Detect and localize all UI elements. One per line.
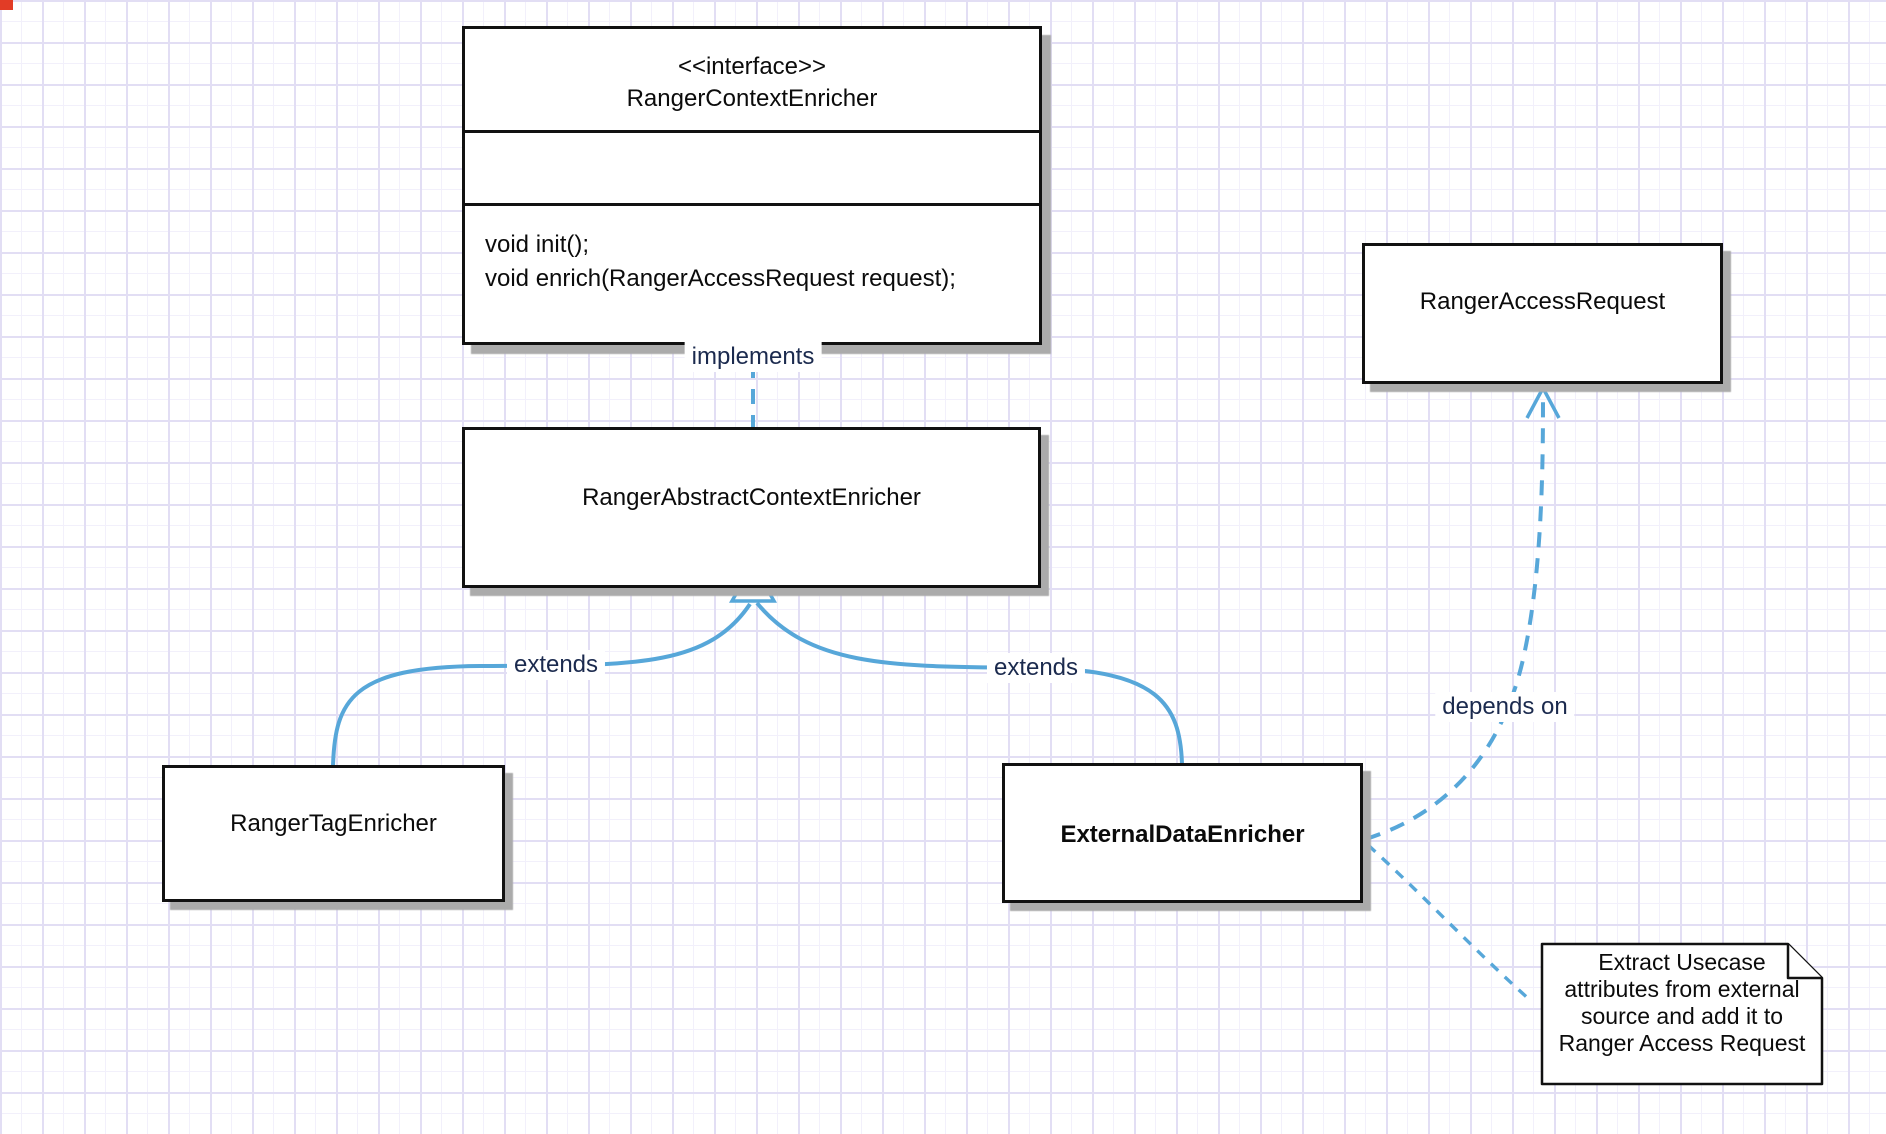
interface-stereotype: <<interface>>: [677, 53, 827, 80]
interface-name: RangerContextEnricher: [626, 85, 878, 112]
note-link-connector[interactable]: [1366, 843, 1533, 1003]
interface-class-box[interactable]: <<interface>> RangerContextEnricher void…: [462, 26, 1042, 345]
tag-enricher-name: RangerTagEnricher: [230, 810, 437, 837]
method-enrich: void enrich(RangerAccessRequest request)…: [485, 265, 956, 292]
depends-on-connector[interactable]: [1365, 391, 1545, 841]
extends-right-connector[interactable]: [755, 601, 1184, 765]
access-request-name: RangerAccessRequest: [1419, 288, 1666, 315]
note-shape[interactable]: [1540, 942, 1824, 1086]
access-request-box[interactable]: RangerAccessRequest: [1362, 243, 1723, 384]
note-text[interactable]: Extract Usecase attributes from external…: [1558, 949, 1806, 1056]
extends-left-connector[interactable]: [331, 602, 752, 767]
depends-on-label[interactable]: depends on: [1435, 692, 1575, 722]
external-data-enricher-name: ExternalDataEnricher: [1060, 821, 1305, 848]
extends-left-label[interactable]: extends: [506, 650, 606, 680]
interface-attributes-compartment: [465, 133, 1039, 206]
depends-on-arrowhead-icon: [1525, 384, 1561, 419]
method-init: void init();: [485, 231, 590, 258]
tag-enricher-box[interactable]: RangerTagEnricher: [162, 765, 505, 902]
external-data-enricher-box[interactable]: ExternalDataEnricher: [1002, 763, 1363, 903]
interface-title-compartment: <<interface>> RangerContextEnricher: [465, 29, 1039, 133]
abstract-class-name: RangerAbstractContextEnricher: [582, 484, 921, 511]
extends-right-label[interactable]: extends: [986, 653, 1086, 683]
note-fold-icon: [1786, 944, 1822, 980]
abstract-class-box[interactable]: RangerAbstractContextEnricher: [462, 427, 1041, 588]
corner-mark: [0, 0, 13, 10]
implements-label[interactable]: implements: [684, 342, 822, 372]
interface-methods-compartment: void init(); void enrich(RangerAccessReq…: [465, 206, 1039, 342]
